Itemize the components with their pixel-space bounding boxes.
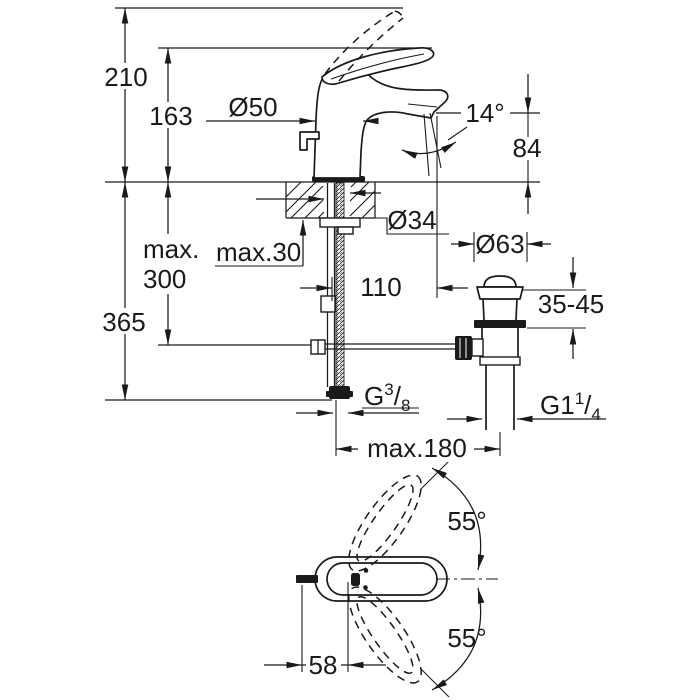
overall-height-label: 210 <box>104 62 147 92</box>
lever-raised-position <box>324 10 404 82</box>
waste-plug-cap <box>483 275 517 288</box>
swivel-arc-lower <box>431 587 485 691</box>
swivel-arc-upper <box>431 467 485 571</box>
hose-collar <box>320 295 336 313</box>
handle-swiveled-up <box>348 474 422 572</box>
dim-spout-projection <box>300 277 468 301</box>
dim-waste-flange-diameter <box>451 232 551 262</box>
hole-distance-label: max.180 <box>367 433 467 463</box>
outlet-height-label: 84 <box>513 133 542 163</box>
body-diameter-label: Ø50 <box>228 92 277 122</box>
mounting-washer <box>319 217 361 228</box>
pull-rod-knob <box>299 131 320 151</box>
clamping-range-label: 35-45 <box>538 289 605 319</box>
swivel-angle-lower-label: 55° <box>447 623 486 653</box>
waste-flange <box>476 286 524 300</box>
deck-thickness-label: max.30 <box>216 237 301 267</box>
threaded-shank <box>335 182 345 388</box>
mounting-nut <box>337 226 354 235</box>
rod-depth-label-line2: 300 <box>143 264 186 294</box>
handle-swiveled-down <box>348 586 422 684</box>
waste-thread-label: G11/4 <box>540 389 601 424</box>
cartridge-mark <box>351 573 360 586</box>
rod-depth-label-line1: max. <box>143 234 199 264</box>
pop-up-waste-valve <box>455 275 526 430</box>
lever-height-label: 163 <box>149 101 192 131</box>
deck-hatch <box>285 181 376 219</box>
dim-hole-diameter <box>256 189 449 235</box>
mounting-hardware <box>310 182 456 399</box>
hole-diameter-label: Ø34 <box>387 205 436 235</box>
waste-seal-ring <box>474 320 526 328</box>
dim-deck-thickness <box>215 220 307 267</box>
dimension-labels: 210 163 365 max. 300 Ø50 14° 84 max.30 Ø… <box>100 62 610 680</box>
faucet-lever-handle <box>321 47 435 86</box>
spout-angle-construction <box>401 112 468 177</box>
rod-offset-label: 58 <box>309 650 338 680</box>
pop-up-rod <box>310 339 456 355</box>
waste-collar <box>479 356 521 366</box>
pull-rod-plan <box>296 575 318 583</box>
dim-clamping-range <box>523 257 586 359</box>
hose-length-label: 365 <box>102 307 145 337</box>
supply-hose-nut <box>326 386 353 399</box>
waste-actuator-knob <box>455 336 484 360</box>
swivel-angle-upper-label: 55° <box>447 506 486 536</box>
supply-thread-label: G3/8 <box>364 380 410 415</box>
waste-flange-diameter-label: Ø63 <box>475 229 524 259</box>
deck-section <box>285 181 376 219</box>
spout-angle-label: 14° <box>465 98 504 128</box>
spout-projection-label: 110 <box>360 272 401 302</box>
faucet-side-view <box>299 10 468 298</box>
dim-supply-thread <box>296 407 419 417</box>
